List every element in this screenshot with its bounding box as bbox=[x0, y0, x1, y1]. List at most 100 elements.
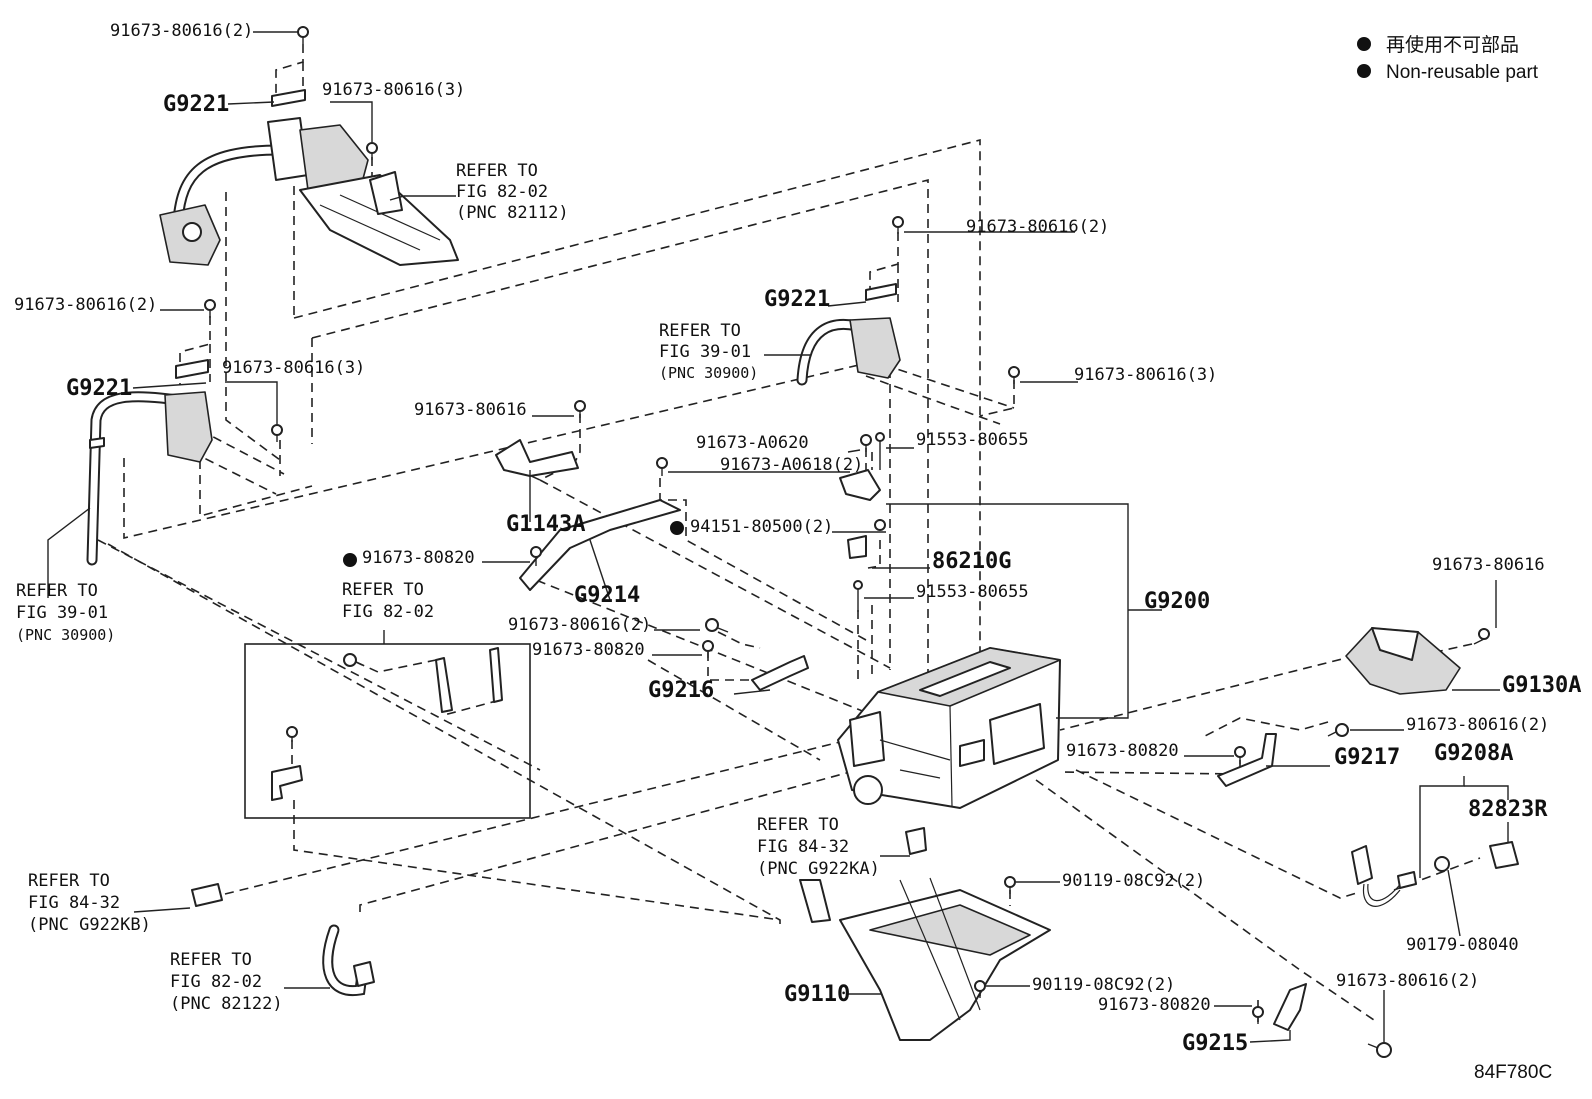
label-91673-80616-2-g9215: 91673-80616(2) bbox=[1336, 971, 1479, 991]
harness-g9208a bbox=[1351, 841, 1519, 907]
label-refer-39-01-b2: FIG 39-01 bbox=[16, 603, 108, 623]
bracket-ref-82-02-a bbox=[435, 657, 453, 713]
label-g9216: G9216 bbox=[648, 678, 714, 703]
bolt-icon bbox=[860, 434, 872, 452]
non-reusable-dot-icon bbox=[343, 553, 357, 567]
label-refer-82-02-c2: FIG 82-02 bbox=[170, 972, 262, 992]
non-reusable-dot-icon bbox=[670, 521, 684, 535]
bolt-icon bbox=[366, 142, 378, 160]
label-refer-82-02-a2: FIG 82-02 bbox=[456, 182, 548, 202]
label-refer-84-32-a3: (PNC G922KA) bbox=[757, 859, 880, 879]
bolt-icon bbox=[1234, 746, 1246, 764]
label-91673-80616-3-top: 91673-80616(3) bbox=[322, 80, 465, 100]
bolt-icon bbox=[705, 618, 729, 633]
parts bbox=[86, 89, 1519, 1041]
label-refer-82-02-b1: REFER TO bbox=[342, 580, 424, 600]
fasteners bbox=[204, 26, 1490, 1058]
label-g9217: G9217 bbox=[1334, 745, 1400, 770]
label-91553-80655-a: 91553-80655 bbox=[916, 430, 1029, 450]
label-91673-a0618-2: 91673-A0618(2) bbox=[720, 455, 863, 475]
bracket-g1143a bbox=[495, 439, 579, 477]
label-91673-80616-g9130a: 91673-80616 bbox=[1432, 555, 1545, 575]
label-94151-80500-2: 94151-80500(2) bbox=[690, 517, 833, 537]
bolt-icon bbox=[1327, 723, 1349, 737]
legend-en: Non-reusable part bbox=[1386, 62, 1539, 83]
label-g9221-left: G9221 bbox=[66, 376, 132, 401]
label-g9130a: G9130A bbox=[1502, 673, 1581, 698]
bolt-icon bbox=[853, 580, 863, 612]
label-g9221-right: G9221 bbox=[764, 287, 830, 312]
nut-icon bbox=[874, 519, 886, 531]
label-82823r: 82823R bbox=[1468, 797, 1548, 822]
bracket-g9215 bbox=[1273, 983, 1307, 1031]
bolt-icon bbox=[656, 457, 668, 476]
label-refer-82-02-c3: (PNC 82122) bbox=[170, 994, 283, 1014]
label-refer-84-32-b1: REFER TO bbox=[28, 871, 110, 891]
bolt-icon bbox=[271, 424, 283, 442]
bolt-icon bbox=[892, 216, 904, 234]
label-91673-80616-3-left: 91673-80616(3) bbox=[222, 358, 365, 378]
label-refer-84-32-a1: REFER TO bbox=[757, 815, 839, 835]
label-refer-84-32-b3: (PNC G922KB) bbox=[28, 915, 151, 935]
undercover-g9110 bbox=[799, 877, 1051, 1041]
reference-box bbox=[244, 643, 531, 819]
label-refer-39-01-b1: REFER TO bbox=[16, 581, 98, 601]
label-91673-80616-g1143a: 91673-80616 bbox=[414, 400, 527, 420]
bolt-icon bbox=[702, 640, 714, 658]
label-91673-80616-2-right: 91673-80616(2) bbox=[966, 217, 1109, 237]
assembly-lines bbox=[97, 44, 1481, 1022]
label-g9110: G9110 bbox=[784, 982, 850, 1007]
label-g9221-top: G9221 bbox=[163, 92, 229, 117]
coolant-hose-assembly-left bbox=[86, 359, 213, 566]
bolt-icon bbox=[297, 26, 309, 44]
label-91673-80820-g9214: 91673-80820 bbox=[362, 548, 475, 568]
label-91673-80616-2-left: 91673-80616(2) bbox=[14, 295, 157, 315]
inverter-assembly bbox=[837, 647, 1061, 855]
label-91673-80820-g9217: 91673-80820 bbox=[1066, 741, 1179, 761]
bolt-icon bbox=[530, 546, 542, 566]
bracket-ref-82-02-b bbox=[489, 647, 503, 703]
label-refer-39-01-b3: (PNC 30900) bbox=[16, 626, 115, 644]
label-86210g: 86210G bbox=[932, 549, 1011, 574]
label-g9215: G9215 bbox=[1182, 1031, 1248, 1056]
bolt-icon bbox=[574, 400, 586, 418]
leader-lines bbox=[47, 31, 1509, 1043]
label-refer-39-01-a2: FIG 39-01 bbox=[659, 342, 751, 362]
label-refer-84-32-b2: FIG 84-32 bbox=[28, 893, 120, 913]
coolant-hose-assembly-right bbox=[796, 283, 901, 386]
coolant-hose-lower-left bbox=[322, 924, 375, 997]
legend: 再使用不可部品 Non-reusable part bbox=[1357, 34, 1539, 83]
label-refer-82-02-a1: REFER TO bbox=[456, 161, 538, 181]
label-refer-82-02-b2: FIG 82-02 bbox=[342, 602, 434, 622]
bolt-icon bbox=[343, 653, 363, 667]
bracket-86210g bbox=[839, 469, 881, 559]
bolt-icon bbox=[1008, 366, 1020, 384]
labels: 91673-80616(2) G9221 91673-80616(3) REFE… bbox=[14, 21, 1581, 1083]
bolt-icon bbox=[1367, 1042, 1392, 1058]
label-91673-80616-2-g9217: 91673-80616(2) bbox=[1406, 715, 1549, 735]
label-91673-80820-g9216: 91673-80820 bbox=[532, 640, 645, 660]
label-refer-39-01-a3: (PNC 30900) bbox=[659, 364, 758, 382]
label-90179-08040: 90179-08040 bbox=[1406, 935, 1519, 955]
label-91673-80616-2-top: 91673-80616(2) bbox=[110, 21, 253, 41]
label-refer-82-02-c1: REFER TO bbox=[170, 950, 252, 970]
bracket-g9217 bbox=[1217, 733, 1277, 787]
legend-jp: 再使用不可部品 bbox=[1386, 34, 1519, 56]
bolt-icon bbox=[1252, 1006, 1264, 1024]
label-g9200: G9200 bbox=[1144, 589, 1210, 614]
label-90119-08c92-2-b: 90119-08C92(2) bbox=[1032, 975, 1175, 995]
label-g9208a: G9208A bbox=[1434, 741, 1513, 766]
label-91553-80655-b: 91553-80655 bbox=[916, 582, 1029, 602]
label-91673-80616-2-g9216: 91673-80616(2) bbox=[508, 615, 651, 635]
label-refer-84-32-a2: FIG 84-32 bbox=[757, 837, 849, 857]
label-91673-80616-3-right: 91673-80616(3) bbox=[1074, 365, 1217, 385]
connector-g922kb bbox=[191, 883, 223, 907]
bolt-icon bbox=[875, 432, 885, 470]
bracket-g9214 bbox=[519, 499, 681, 591]
bolt-icon bbox=[204, 299, 216, 318]
label-refer-39-01-a1: REFER TO bbox=[659, 321, 741, 341]
bolt-icon bbox=[1473, 628, 1490, 645]
label-90119-08c92-2-a: 90119-08C92(2) bbox=[1062, 871, 1205, 891]
coolant-hose-assembly-top bbox=[159, 89, 459, 266]
